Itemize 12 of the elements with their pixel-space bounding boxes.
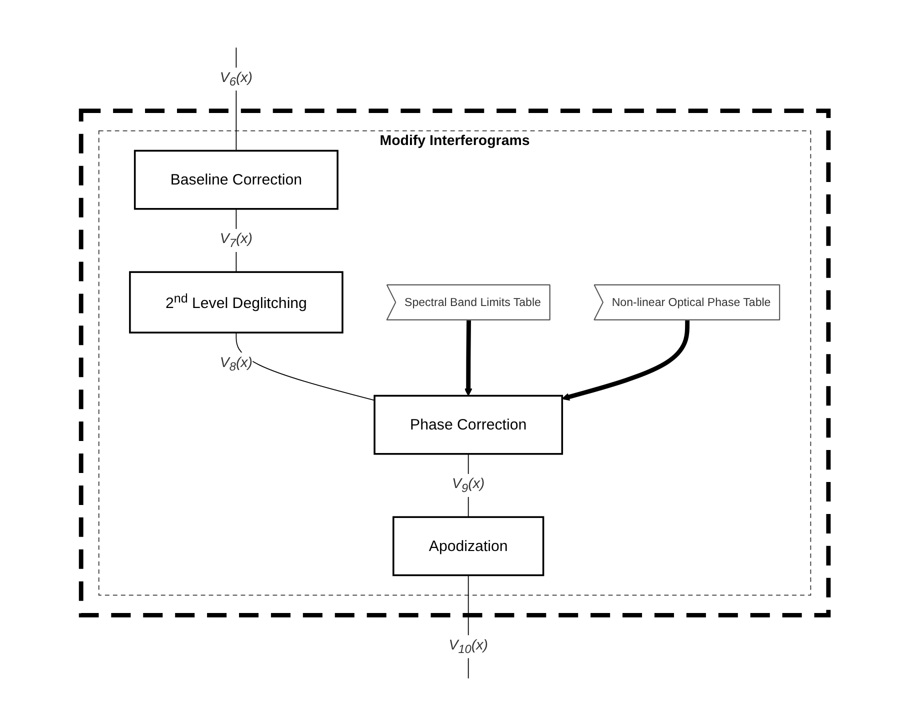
node-box: 2$^{nd}$ Level Deglitching	[128, 271, 344, 334]
edge-label: V$_{8}$(x)	[220, 355, 252, 374]
edge-label: V$_{7}$(x)	[220, 232, 252, 250]
node-box: Apodization	[392, 516, 544, 576]
edge-label: V$_{6}$(x)	[220, 70, 252, 88]
arrow	[464, 320, 472, 396]
connector	[235, 332, 375, 401]
edge-label: V$_{9}$(x)	[452, 476, 484, 494]
arrow	[562, 320, 690, 401]
node-box: Baseline Correction	[134, 150, 338, 210]
node-box: Phase Correction	[373, 394, 563, 455]
edge-label: V$_{10}$(x)	[448, 638, 488, 656]
